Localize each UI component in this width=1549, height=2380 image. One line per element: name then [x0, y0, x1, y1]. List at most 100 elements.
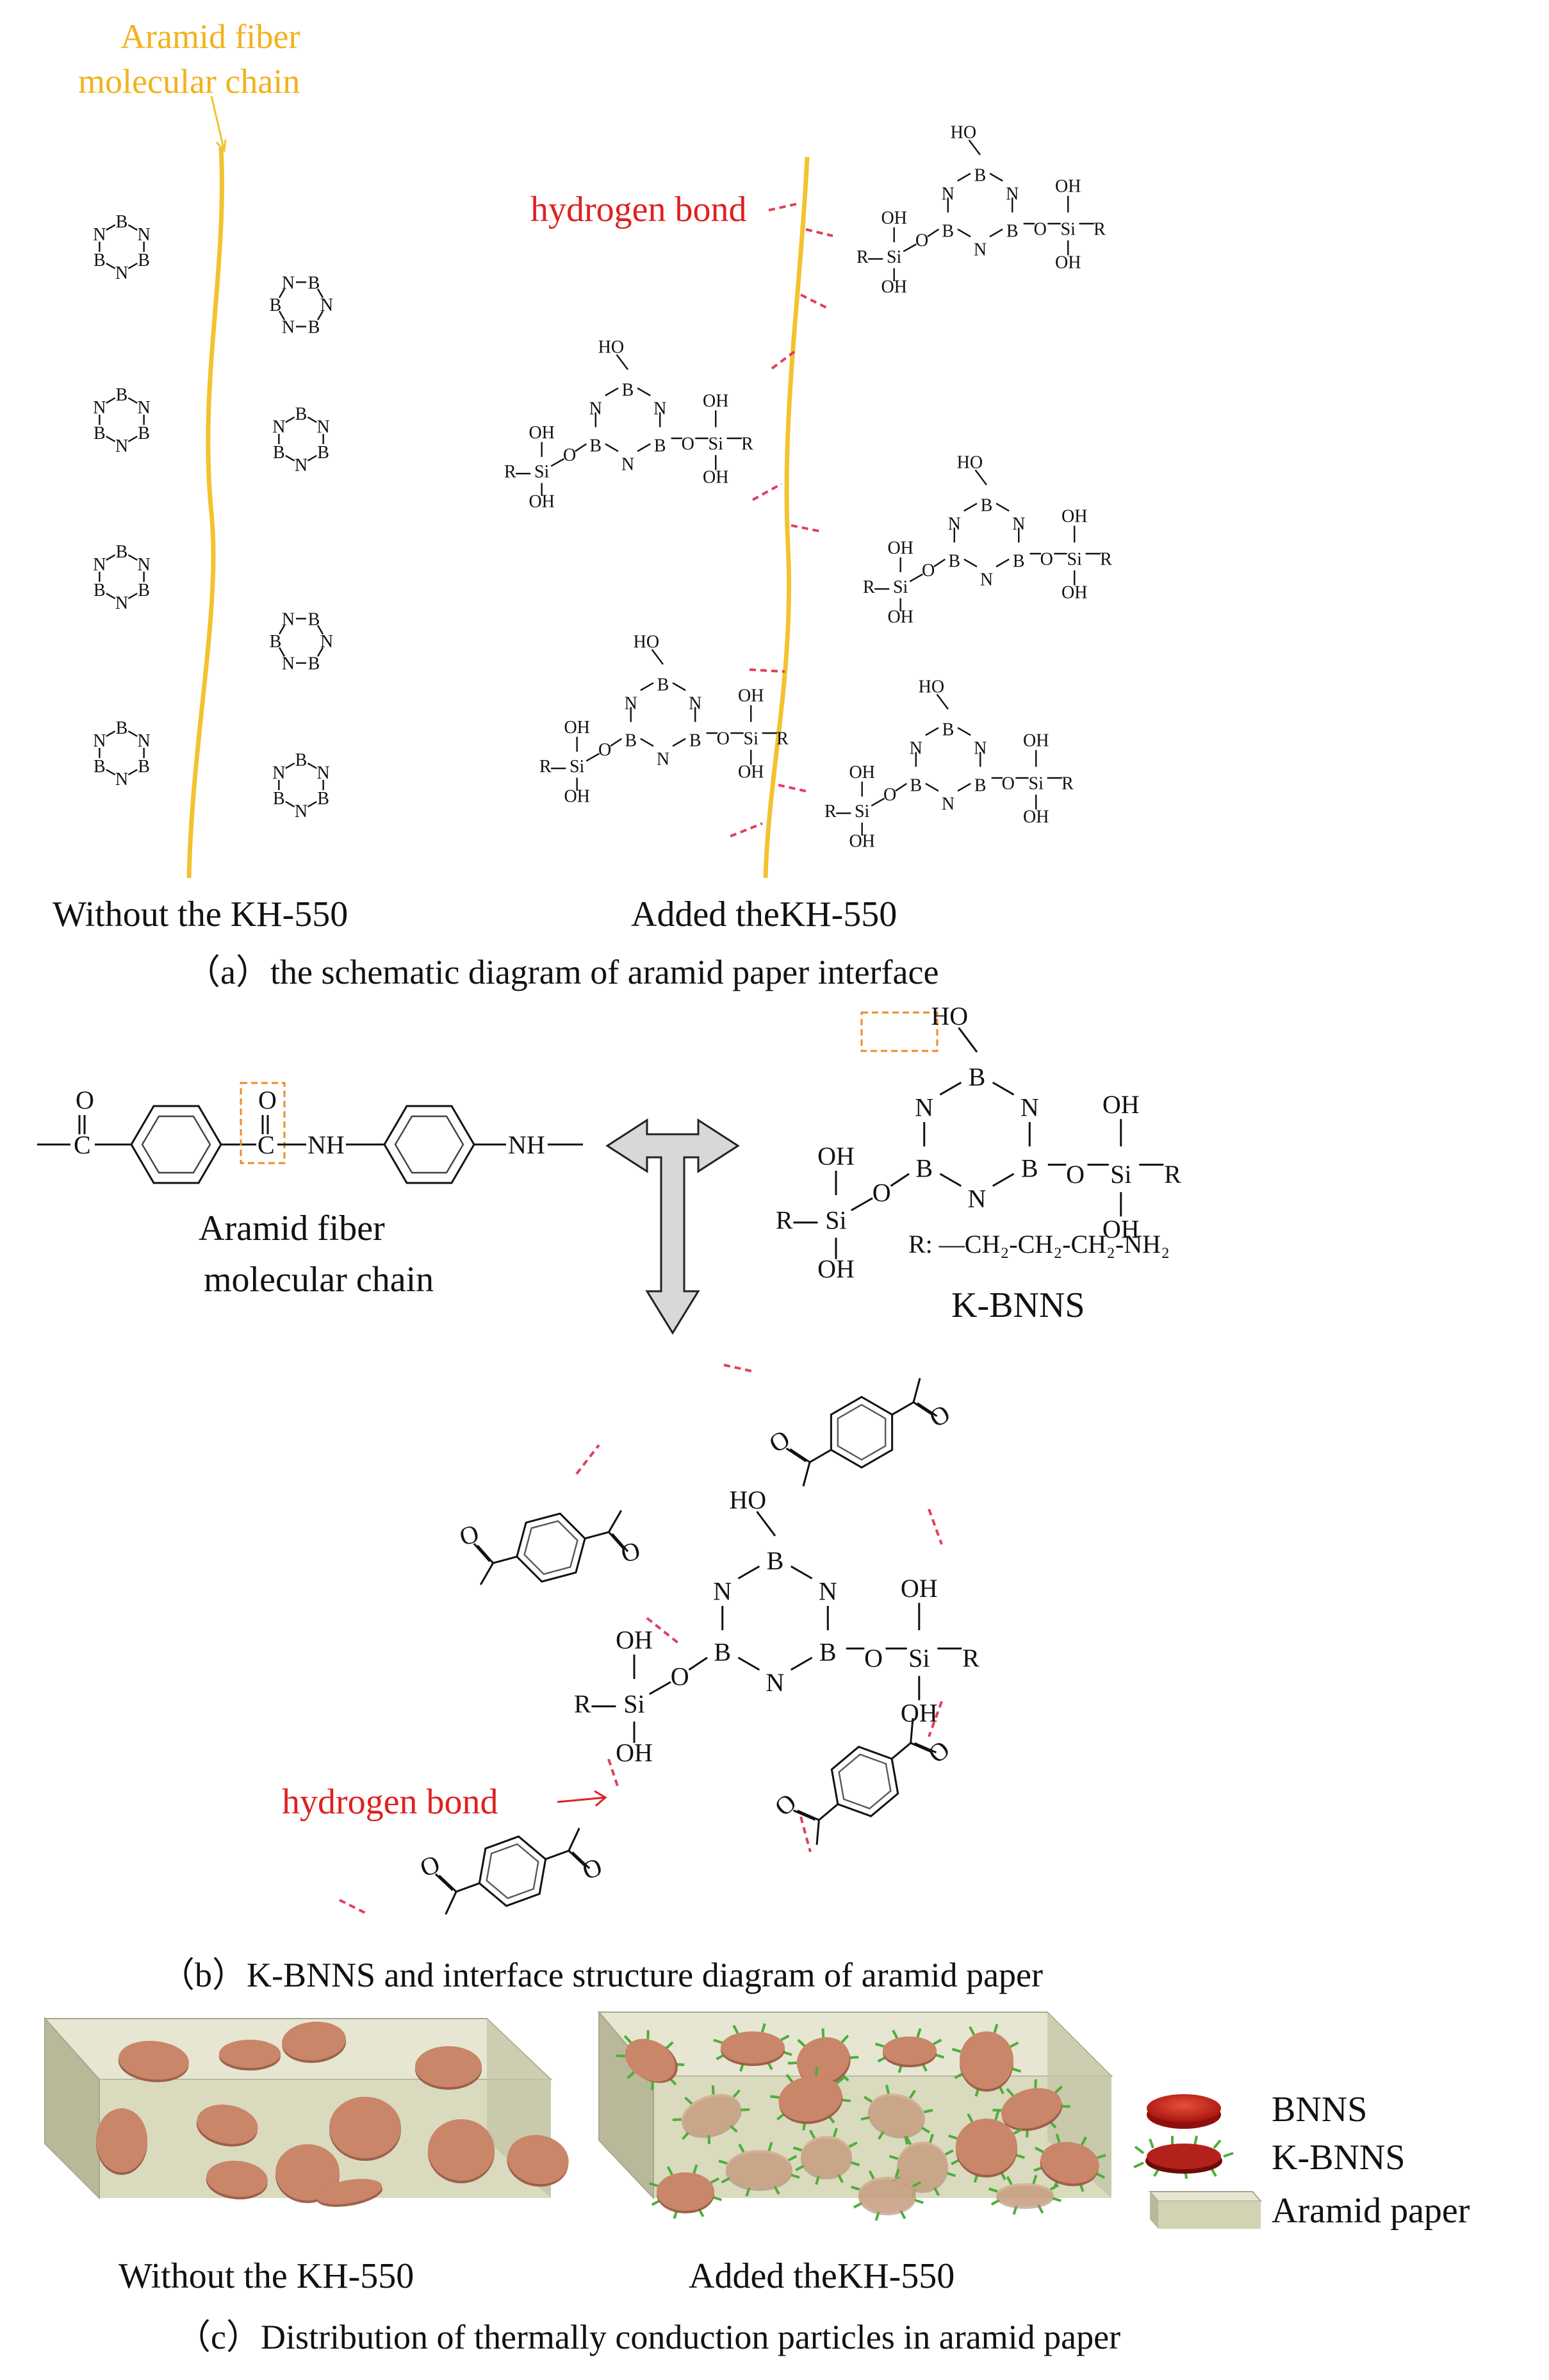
atom-oh: OH [1102, 1215, 1140, 1244]
hydroxyl-highlight-box [860, 1011, 938, 1052]
atom-b: B [622, 380, 634, 400]
aramid-label-line2: molecular chain [204, 1260, 434, 1300]
aramid-unit: OO [764, 1378, 955, 1487]
atom-b: B [969, 1062, 986, 1091]
atom-n: N [625, 693, 637, 713]
atom-n: N [974, 240, 987, 260]
atom-b: B [317, 789, 329, 809]
atom-n: N [138, 731, 151, 751]
kbnns-particle [858, 2177, 916, 2215]
atom-n: N [653, 399, 666, 418]
atom-b: B [317, 443, 329, 463]
atom-n: N [115, 593, 128, 613]
atom-r: R [776, 729, 789, 748]
atom-n: N [974, 738, 987, 758]
atom-b: B [942, 221, 954, 241]
bnns-particle [329, 2097, 401, 2161]
atom-o: O [864, 1644, 883, 1673]
atom-n: N [93, 555, 106, 575]
atom-r: R [856, 247, 869, 267]
atom-n: N [115, 436, 128, 456]
atom-b: B [94, 251, 106, 270]
carbonyl-highlight-box [240, 1082, 286, 1164]
atom-oh: OH [881, 208, 906, 228]
atom-ho: HO [931, 1002, 968, 1030]
kbnns-particle [801, 2136, 852, 2179]
hydrogen-bond-pointer-a [768, 202, 798, 211]
atom-n: N [819, 1577, 837, 1606]
atom-n: N [1020, 1093, 1039, 1122]
atom-b: B [94, 581, 106, 600]
legend-aramid-paper-icon [1148, 2191, 1263, 2229]
atom-n: N [93, 225, 106, 245]
atom-oh: OH [881, 277, 906, 297]
fiber-label-line1: Aramid fiber [120, 17, 300, 56]
atom-oh: OH [529, 492, 554, 511]
atom-b: B [116, 212, 128, 232]
label-added-kh550-c: Added theKH-550 [689, 2256, 955, 2296]
atom-b: B [295, 750, 307, 770]
atom-oh: OH [849, 831, 874, 851]
atom-si: Si [623, 1689, 644, 1718]
atom-n: N [138, 398, 151, 418]
aramid-fiber-left [186, 147, 224, 879]
atom-n: N [948, 514, 961, 534]
svg-text:O: O [76, 1086, 94, 1114]
atom-si: Si [908, 1644, 930, 1673]
atom-o: O [1034, 219, 1047, 239]
atom-b: B [767, 1546, 784, 1575]
atom-ho: HO [957, 453, 983, 473]
atom-n: N [910, 738, 922, 758]
atom-n: N [272, 417, 285, 437]
atom-oh: OH [1061, 507, 1087, 527]
bnns-particle [196, 2104, 258, 2147]
atom-si: Si [1029, 773, 1044, 793]
atom-oh: OH [616, 1626, 653, 1655]
atom-o: O [457, 1519, 482, 1551]
label-added-kh550-a: Added theKH-550 [631, 895, 897, 934]
atom-si: Si [534, 462, 550, 482]
atom-r: R [1100, 549, 1112, 569]
atom-b: B [94, 424, 106, 443]
atom-b: B [138, 581, 150, 600]
atom-b: B [589, 436, 602, 456]
caption-c: （c）Distribution of thermally conduction … [176, 2318, 1120, 2356]
atom-ho: HO [919, 677, 944, 697]
label-without-kh550-c: Without the KH-550 [119, 2256, 414, 2296]
bnns-particle [960, 2031, 1013, 2092]
atom-si: Si [887, 247, 902, 267]
atom-b: B [1006, 221, 1019, 241]
kbnns-particles-right [616, 2023, 1106, 2221]
svg-text:NH: NH [508, 1130, 545, 1159]
atom-oh: OH [529, 423, 554, 443]
aramid-unit: OO [457, 1510, 643, 1585]
atom-r: R [504, 462, 516, 482]
legend-bnns-label: BNNS [1272, 2090, 1367, 2129]
atom-n: N [272, 763, 285, 783]
atom-r: R [741, 434, 753, 454]
atom-r: R [574, 1689, 591, 1718]
kbnns-particle [681, 2094, 742, 2138]
bnns-particle [1040, 2142, 1099, 2186]
atom-o: O [1040, 549, 1053, 569]
atom-o: O [883, 785, 896, 805]
atom-b: B [657, 675, 669, 695]
atom-oh: OH [901, 1574, 938, 1603]
atom-ho: HO [634, 632, 659, 652]
atom-oh: OH [817, 1142, 855, 1171]
bnns-particle [282, 2021, 347, 2063]
atom-b: B [270, 295, 282, 315]
kbnns-particle [996, 2183, 1054, 2209]
svg-text:NH: NH [307, 1130, 345, 1159]
atom-n: N [589, 399, 602, 418]
bnns-particle [625, 2038, 678, 2083]
atom-n: N [942, 794, 955, 814]
hydrogen-bond-label-b: hydrogen bond [282, 1782, 498, 1822]
atom-o: O [618, 1535, 643, 1568]
panel-a: Aramid fiber molecular chain BNBNBNBNBNB… [53, 17, 1112, 991]
